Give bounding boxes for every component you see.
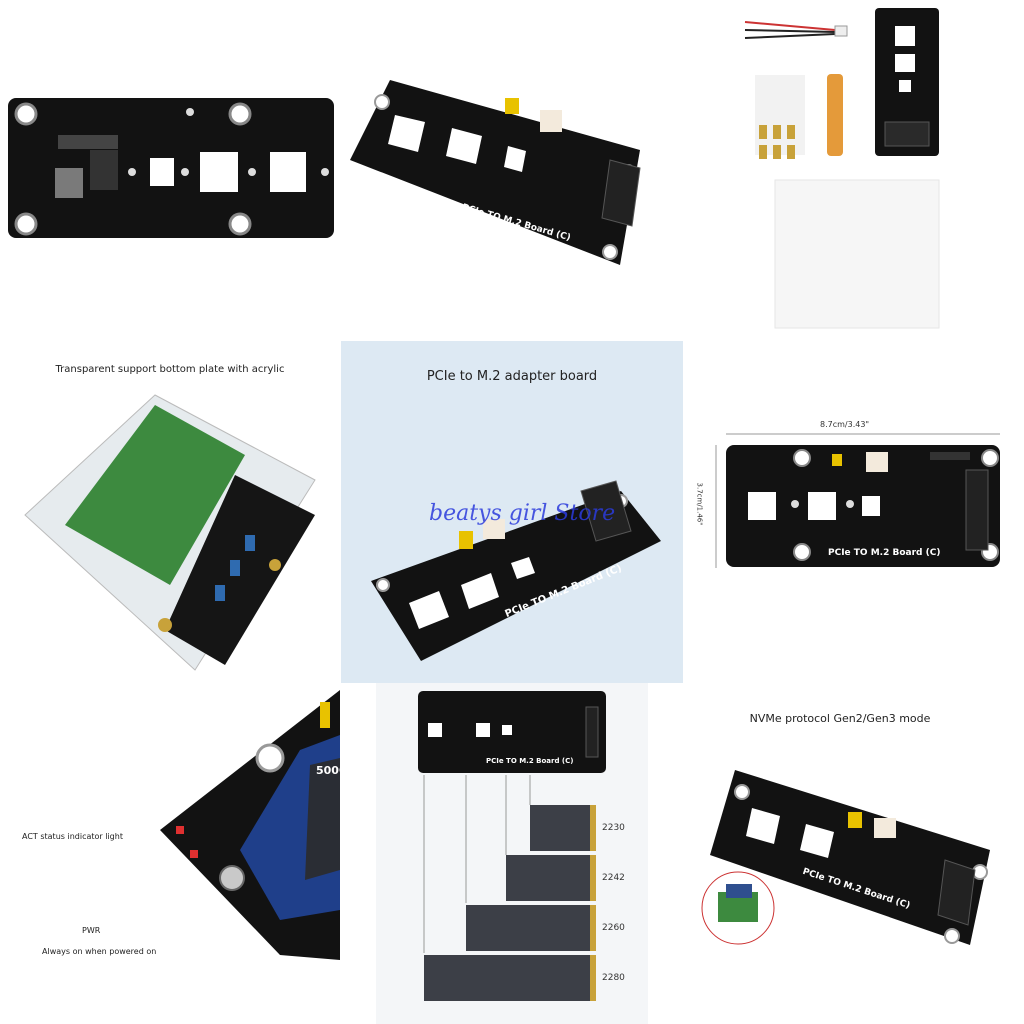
board-title-dim: PCIe TO M.2 Board (C) xyxy=(828,548,941,558)
ssd-size-2280: 2280 xyxy=(602,973,625,983)
panel-nvme: PCIe TO M.2 Board (C) xyxy=(690,760,1024,960)
screw-icon xyxy=(755,75,805,159)
led-closeup-image xyxy=(160,690,340,960)
cable-icon xyxy=(744,21,848,39)
panel-board-back xyxy=(0,90,340,245)
board-front-image xyxy=(350,80,641,265)
panel-acrylic-assembly xyxy=(15,385,340,675)
panel-ssd-sizes: 2230 2242 2260 2280 PCIe TO M.2 Board (C… xyxy=(376,683,648,1024)
dimension-drawing xyxy=(715,433,1000,568)
panel-board-front-angled: PCIe TO M.2 Board (C) xyxy=(340,50,680,280)
caption-act-light: ACT status indicator light xyxy=(22,832,123,841)
width-dimension: 8.7cm/3.43" xyxy=(820,420,870,429)
acrylic-plate-icon xyxy=(774,179,940,329)
ssd-size-2242: 2242 xyxy=(602,873,625,883)
kit-image xyxy=(744,8,940,329)
panel-kit-contents xyxy=(735,0,1024,340)
caption-nvme: NVMe protocol Gen2/Gen3 mode xyxy=(749,712,931,725)
nvme-board-image xyxy=(701,770,990,945)
caption-acrylic: Transparent support bottom plate with ac… xyxy=(55,364,285,375)
adapter-center-image xyxy=(371,480,661,661)
ssd-size-2230: 2230 xyxy=(602,823,625,833)
caption-pwr-desc: Always on when powered on xyxy=(42,947,157,956)
acrylic-assembly-image xyxy=(24,394,316,671)
watermark-text: beatys girl Store xyxy=(429,501,616,526)
height-dimension: 3.7cm/1.46" xyxy=(695,482,704,526)
panel-led-closeup: 500G xyxy=(140,690,340,960)
ssd-size-2260: 2260 xyxy=(602,923,625,933)
panel-dimensions: 8.7cm/3.43" 3.7cm/1.46" PCIe TO M.2 Boar… xyxy=(690,400,1024,590)
ssd-label: 500G xyxy=(316,764,340,777)
board-title-sizes: PCIe TO M.2 Board (C) xyxy=(486,757,574,765)
panel-adapter-center: PCIe to M.2 adapter board PCIe TO M.2 Bo… xyxy=(341,341,683,683)
ssd-sizes-image xyxy=(418,691,606,1001)
caption-adapter: PCIe to M.2 adapter board xyxy=(426,369,598,384)
raspberry-pi-icon xyxy=(701,871,775,945)
flex-cable-icon xyxy=(827,74,843,156)
board-back-image xyxy=(8,98,334,238)
caption-pwr: PWR xyxy=(82,926,101,935)
